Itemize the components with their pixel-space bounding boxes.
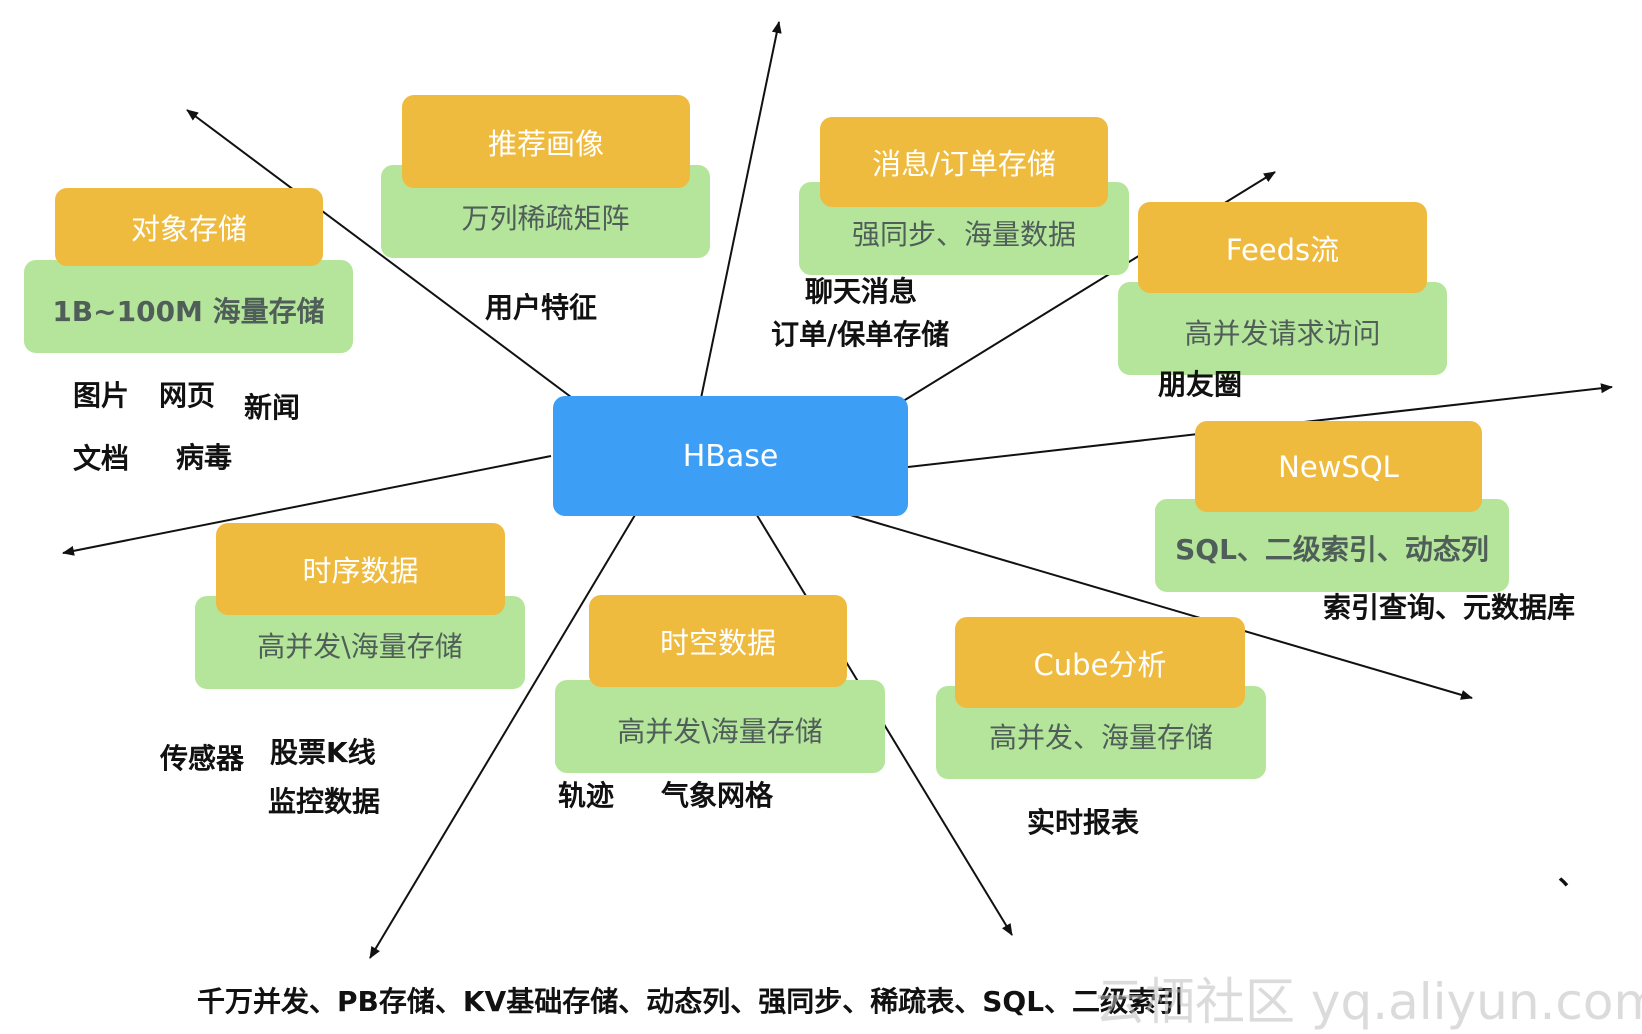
newsql-subtitle: SQL、二级索引、动态列 xyxy=(1175,533,1489,566)
arrow-profile xyxy=(699,21,782,404)
cube-title: Cube分析 xyxy=(955,617,1245,708)
profile-subtitle: 万列稀疏矩阵 xyxy=(461,202,630,235)
label-img: 图片 xyxy=(73,379,130,412)
label-index: 索引查询、元数据库 xyxy=(1323,591,1576,624)
label-dot: 、 xyxy=(1558,858,1587,891)
label-moments: 朋友圈 xyxy=(1158,368,1243,401)
label-bottom: 千万并发、PB存储、KV基础存储、动态列、强同步、稀疏表、SQL、二级索引 xyxy=(197,985,1185,1018)
label-web: 网页 xyxy=(159,379,216,412)
label-virus: 病毒 xyxy=(176,441,233,474)
spatial-subtitle: 高并发\海量存储 xyxy=(617,715,823,748)
hbase-center: HBase xyxy=(553,396,908,516)
watermark: 云栖社区 yq.aliyun.com xyxy=(1095,973,1642,1031)
arrow-object-storage xyxy=(186,109,580,404)
timeseries-title: 时序数据 xyxy=(216,523,505,615)
object-storage-subtitle-box xyxy=(24,260,353,353)
newsql-subtitle-box xyxy=(1155,499,1509,592)
feeds-subtitle-box xyxy=(1118,282,1447,375)
label-stock: 股票K线 xyxy=(270,736,376,769)
object-storage-subtitle: 1B~100M 海量存储 xyxy=(52,295,325,328)
feeds-subtitle: 高并发请求访问 xyxy=(1184,317,1381,350)
feeds-title: Feeds流 xyxy=(1138,202,1427,293)
label-monitor: 监控数据 xyxy=(268,785,381,818)
spatial-title: 时空数据 xyxy=(589,595,847,687)
spatial-subtitle-box xyxy=(555,680,885,773)
label-doc: 文档 xyxy=(73,442,130,475)
label-order: 订单/保单存储 xyxy=(771,318,950,351)
label-track: 轨迹 xyxy=(558,779,615,812)
label-report: 实时报表 xyxy=(1027,806,1140,839)
timeseries-subtitle: 高并发\海量存储 xyxy=(257,630,463,663)
label-user: 用户特征 xyxy=(485,291,598,324)
label-news: 新闻 xyxy=(244,391,301,424)
label-weather: 气象网格 xyxy=(661,779,774,812)
arrow-timeseries xyxy=(62,455,552,556)
arrow-bottom xyxy=(369,509,639,959)
cube-subtitle: 高并发、海量存储 xyxy=(988,721,1213,754)
object-storage-title: 对象存储 xyxy=(55,188,323,266)
label-sensor: 传感器 xyxy=(160,742,245,775)
message-subtitle: 强同步、海量数据 xyxy=(851,218,1076,251)
profile-title: 推荐画像 xyxy=(402,95,690,188)
newsql-title: NewSQL xyxy=(1195,421,1482,512)
label-chat: 聊天消息 xyxy=(805,275,918,308)
arrow-cube xyxy=(846,513,1473,700)
message-title: 消息/订单存储 xyxy=(820,117,1108,207)
